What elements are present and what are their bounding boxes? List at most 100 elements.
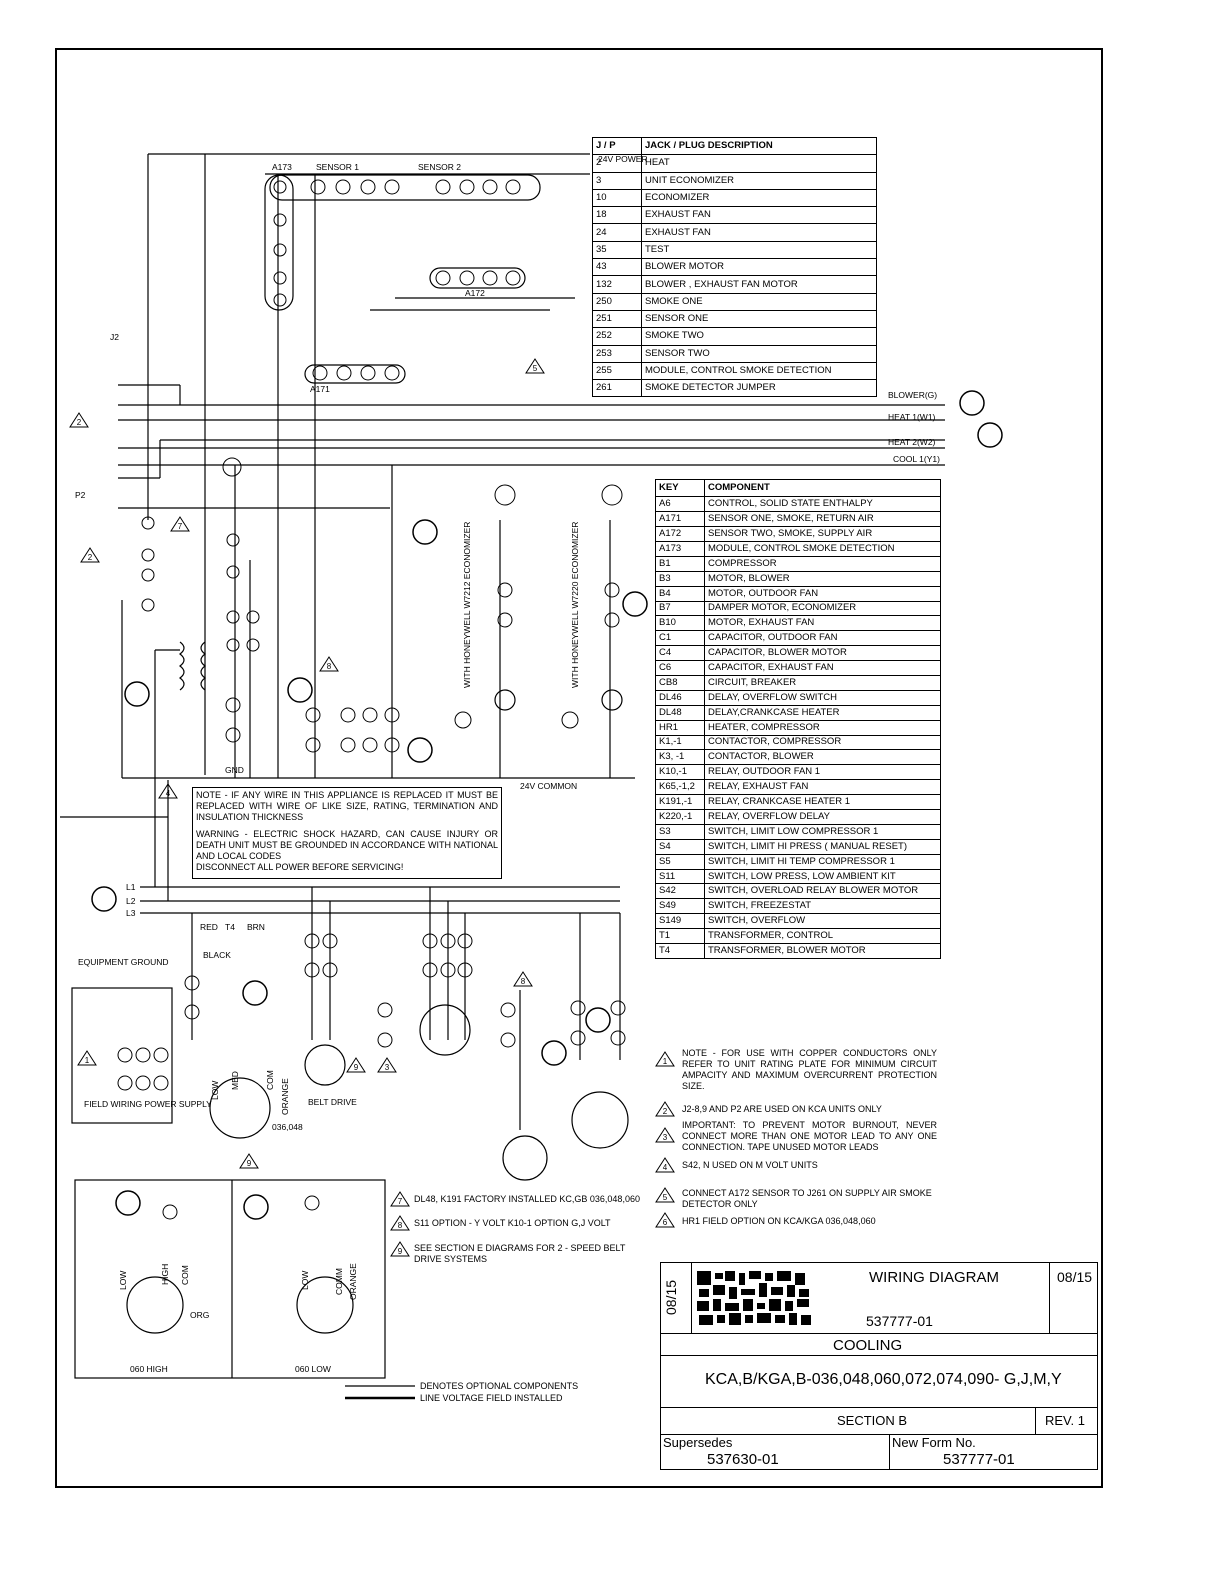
table-cell-description: HEAT xyxy=(641,154,877,173)
table-cell-id: S49 xyxy=(655,898,705,915)
table-cell-description: SMOKE DETECTOR JUMPER xyxy=(641,379,877,398)
table-cell-id: S11 xyxy=(655,868,705,885)
table-cell-id: B4 xyxy=(655,585,705,602)
table-cell-description: EXHAUST FAN xyxy=(641,223,877,242)
label-equipment-ground: EQUIPMENT GROUND xyxy=(78,957,169,967)
table-cell-description: CAPACITOR, OUTDOOR FAN xyxy=(704,630,941,647)
svg-text:8: 8 xyxy=(398,1221,403,1230)
table-cell-description: HEATER, COMPRESSOR xyxy=(704,719,941,736)
table-cell-description: RELAY, EXHAUST FAN xyxy=(704,779,941,796)
table-cell-id: 132 xyxy=(592,275,642,294)
table-cell-id: S3 xyxy=(655,823,705,840)
table-cell-description: RELAY, CRANKCASE HEATER 1 xyxy=(704,794,941,810)
table-cell-id: S4 xyxy=(655,838,705,855)
label-com-060h: COM xyxy=(180,1265,190,1285)
table-cell-description: CIRCUIT, BREAKER xyxy=(704,674,941,691)
table-cell-id: T4 xyxy=(655,943,705,959)
table-cell-description: SENSOR TWO xyxy=(641,344,877,363)
svg-text:3: 3 xyxy=(385,1063,390,1072)
label-a172: A172 xyxy=(465,288,485,298)
table-cell-description: SENSOR ONE, SMOKE, RETURN AIR xyxy=(704,511,941,528)
table-cell-description: SMOKE ONE xyxy=(641,292,877,311)
table-cell-id: 35 xyxy=(592,240,642,260)
label-wire-brn: BRN xyxy=(247,922,265,932)
table-cell-description: CONTROL, SOLID STATE ENTHALPY xyxy=(704,496,941,513)
svg-text:4: 4 xyxy=(663,1163,668,1172)
svg-text:1: 1 xyxy=(85,1056,90,1065)
diagram-title: WIRING DIAGRAM xyxy=(869,1269,999,1286)
table-cell-id: A6 xyxy=(655,496,705,513)
table-header-row: J / P JACK / PLUG DESCRIPTION xyxy=(592,136,877,156)
table-cell-id: 250 xyxy=(592,292,642,311)
label-t4: T4 xyxy=(225,922,235,932)
table-cell-id: 252 xyxy=(592,327,642,346)
table-cell-description: RELAY, OVERFLOW DELAY xyxy=(704,809,941,825)
table-cell-id: DL46 xyxy=(655,689,705,706)
table-cell-description: DAMPER MOTOR, ECONOMIZER xyxy=(704,600,941,617)
table-cell-id: K1,-1 xyxy=(655,734,705,751)
section-label: SECTION B xyxy=(837,1413,908,1428)
qr-code-icon xyxy=(695,1269,815,1327)
label-wire-black: BLACK xyxy=(203,950,231,960)
table-cell-description: CONTACTOR, COMPRESSOR xyxy=(704,734,941,751)
label-060-low: 060 LOW xyxy=(295,1364,331,1374)
label-org: ORG xyxy=(190,1310,209,1320)
note-7: DL48, K191 FACTORY INSTALLED KC,GB 036,0… xyxy=(414,1194,640,1204)
table-cell-id: B7 xyxy=(655,600,705,617)
table-cell-id: K220,-1 xyxy=(655,809,705,825)
table-cell-description: TRANSFORMER, BLOWER MOTOR xyxy=(704,943,941,959)
table-cell-id: A173 xyxy=(655,540,705,557)
label-field-wiring: FIELD WIRING POWER SUPPLY xyxy=(84,1099,212,1109)
table-cell-description: CONTACTOR, BLOWER xyxy=(704,749,941,766)
table-cell-description: MOTOR, BLOWER xyxy=(704,570,941,587)
svg-text:8: 8 xyxy=(521,977,526,986)
table-cell-description: SWITCH, FREEZESTAT xyxy=(704,898,941,915)
label-low: LOW xyxy=(210,1081,220,1100)
label-orange: ORANGE xyxy=(280,1078,290,1115)
label-belt-drive: BELT DRIVE xyxy=(308,1097,357,1107)
label-w7212: WITH HONEYWELL W7212 ECONOMIZER xyxy=(462,522,472,688)
label-orange-060l: ORANGE xyxy=(348,1263,358,1300)
table-cell-description: MODULE, CONTROL SMOKE DETECTION xyxy=(641,361,877,381)
title-date: 08/15 xyxy=(1057,1269,1093,1285)
table-cell-description: SENSOR TWO, SMOKE, SUPPLY AIR xyxy=(704,526,941,542)
label-p2: P2 xyxy=(75,490,86,500)
table-cell-description: SWITCH, OVERFLOW xyxy=(704,913,941,930)
svg-text:9: 9 xyxy=(247,1159,252,1168)
table-cell-description: SENSOR ONE xyxy=(641,309,877,329)
table-header: COMPONENT xyxy=(704,478,941,498)
svg-text:5: 5 xyxy=(663,1193,668,1202)
svg-text:2: 2 xyxy=(77,418,82,427)
label-sensor1: SENSOR 1 xyxy=(316,162,359,172)
label-low-060h: LOW xyxy=(118,1271,128,1290)
table-cell-id: K3, -1 xyxy=(655,749,705,766)
drawing-frame xyxy=(55,48,1103,1488)
table-cell-id: B10 xyxy=(655,615,705,632)
table-cell-id: 3 xyxy=(592,171,642,190)
table-cell-description: DELAY, OVERFLOW SWITCH xyxy=(704,689,941,706)
label-heat2-w2: HEAT 2(W2) xyxy=(888,437,936,447)
label-l1: L1 xyxy=(126,882,136,892)
note-1: NOTE - FOR USE WITH COPPER CONDUCTORS ON… xyxy=(682,1048,937,1091)
svg-text:7: 7 xyxy=(398,1197,403,1206)
new-form-label: New Form No. xyxy=(892,1435,976,1450)
table-cell-description: SMOKE TWO xyxy=(641,327,877,346)
